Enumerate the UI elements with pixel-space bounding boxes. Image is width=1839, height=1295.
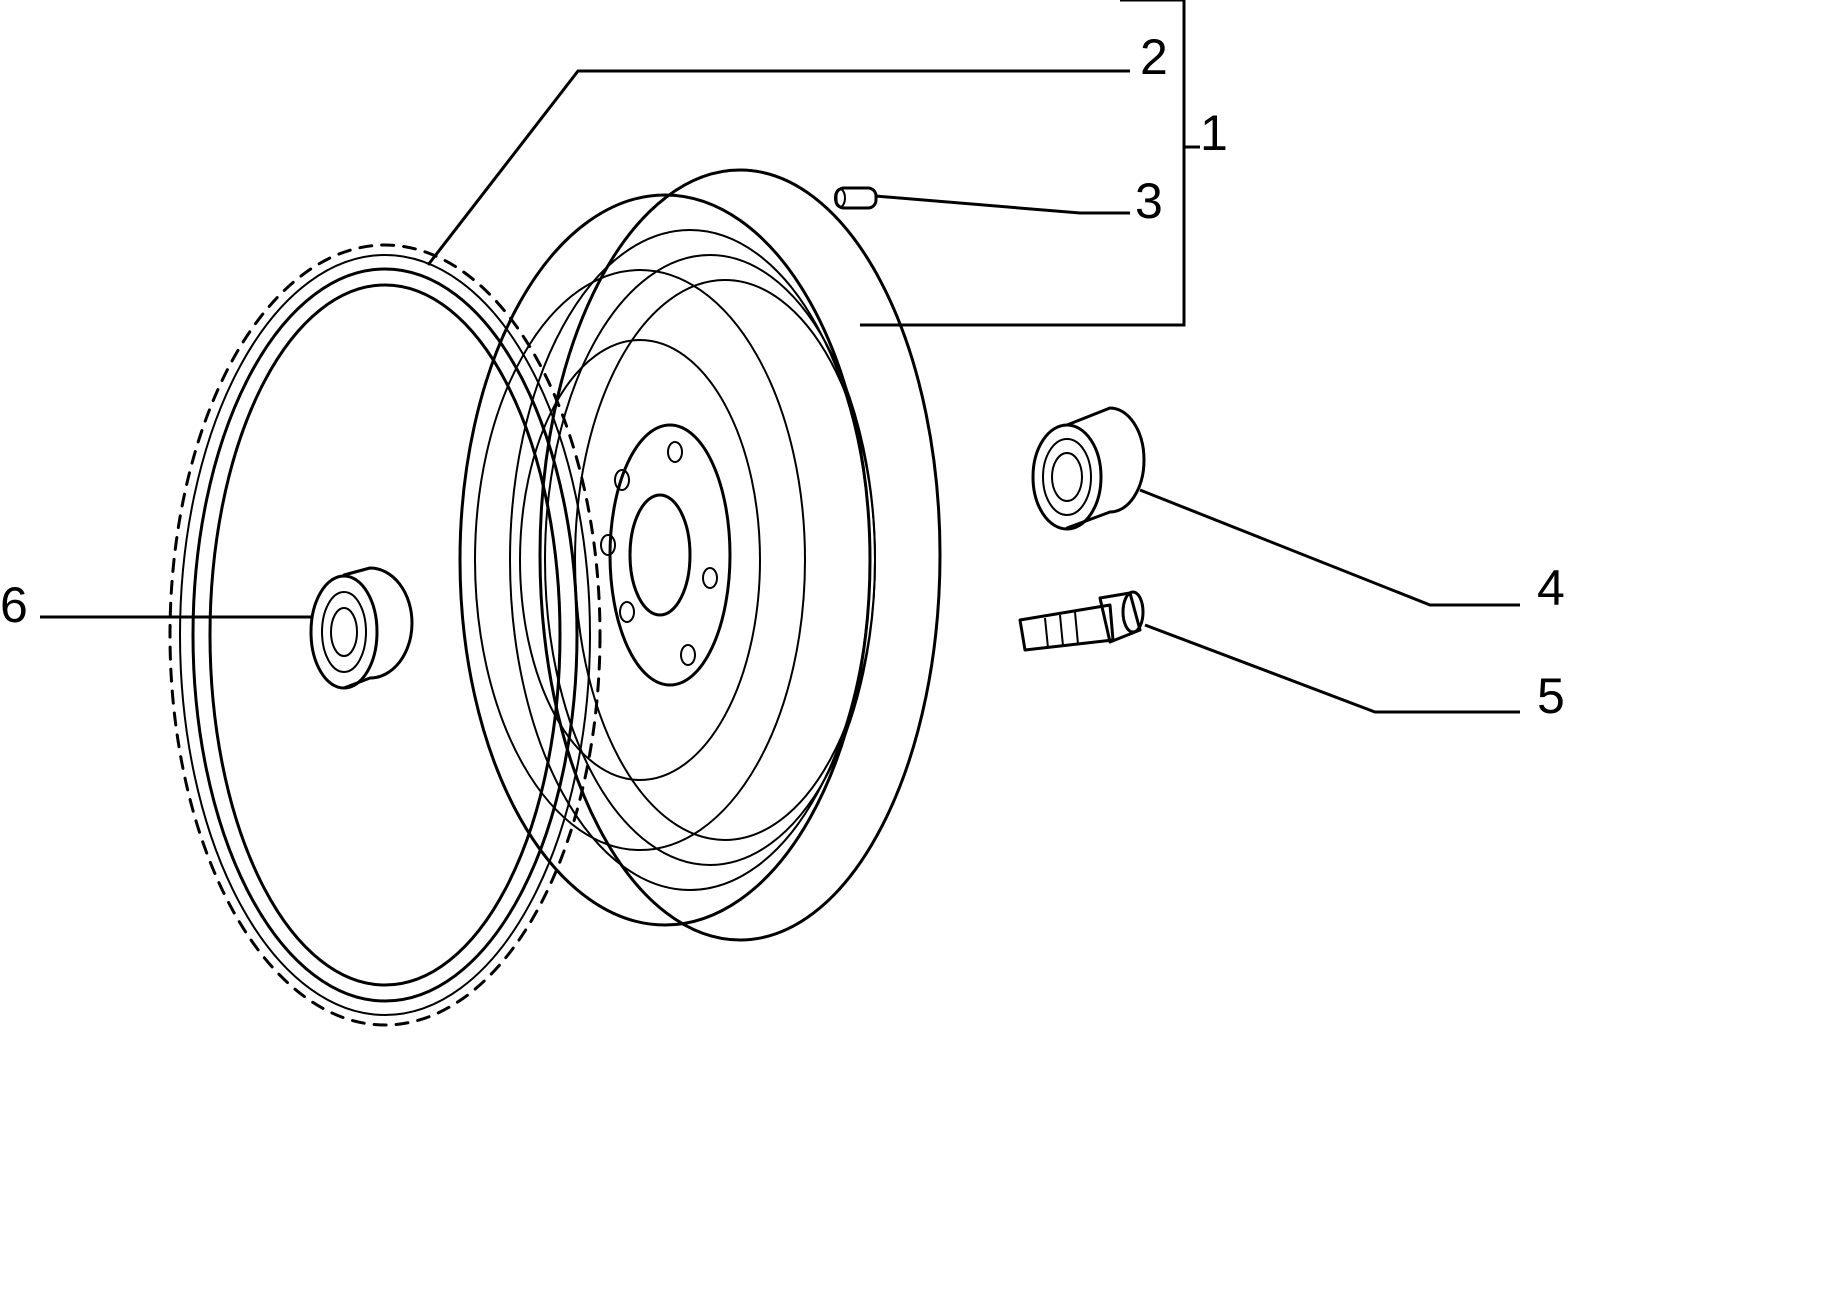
- pilot-bearing: [309, 566, 414, 690]
- callout-3: 3: [1135, 173, 1163, 229]
- dowel-pin: [834, 186, 878, 210]
- leader-lines: [40, 0, 1520, 714]
- callout-5: 5: [1537, 668, 1565, 724]
- callout-6: 6: [0, 577, 28, 633]
- flywheel: [458, 168, 942, 942]
- bolt: [1018, 590, 1145, 652]
- callout-4: 4: [1537, 560, 1565, 616]
- callout-1: 1: [1200, 105, 1228, 161]
- callout-2: 2: [1140, 29, 1168, 85]
- ring-gear: [168, 243, 602, 1027]
- bearing: [1031, 406, 1146, 531]
- callout-labels: 1 2 3 4 5 6: [0, 29, 1565, 724]
